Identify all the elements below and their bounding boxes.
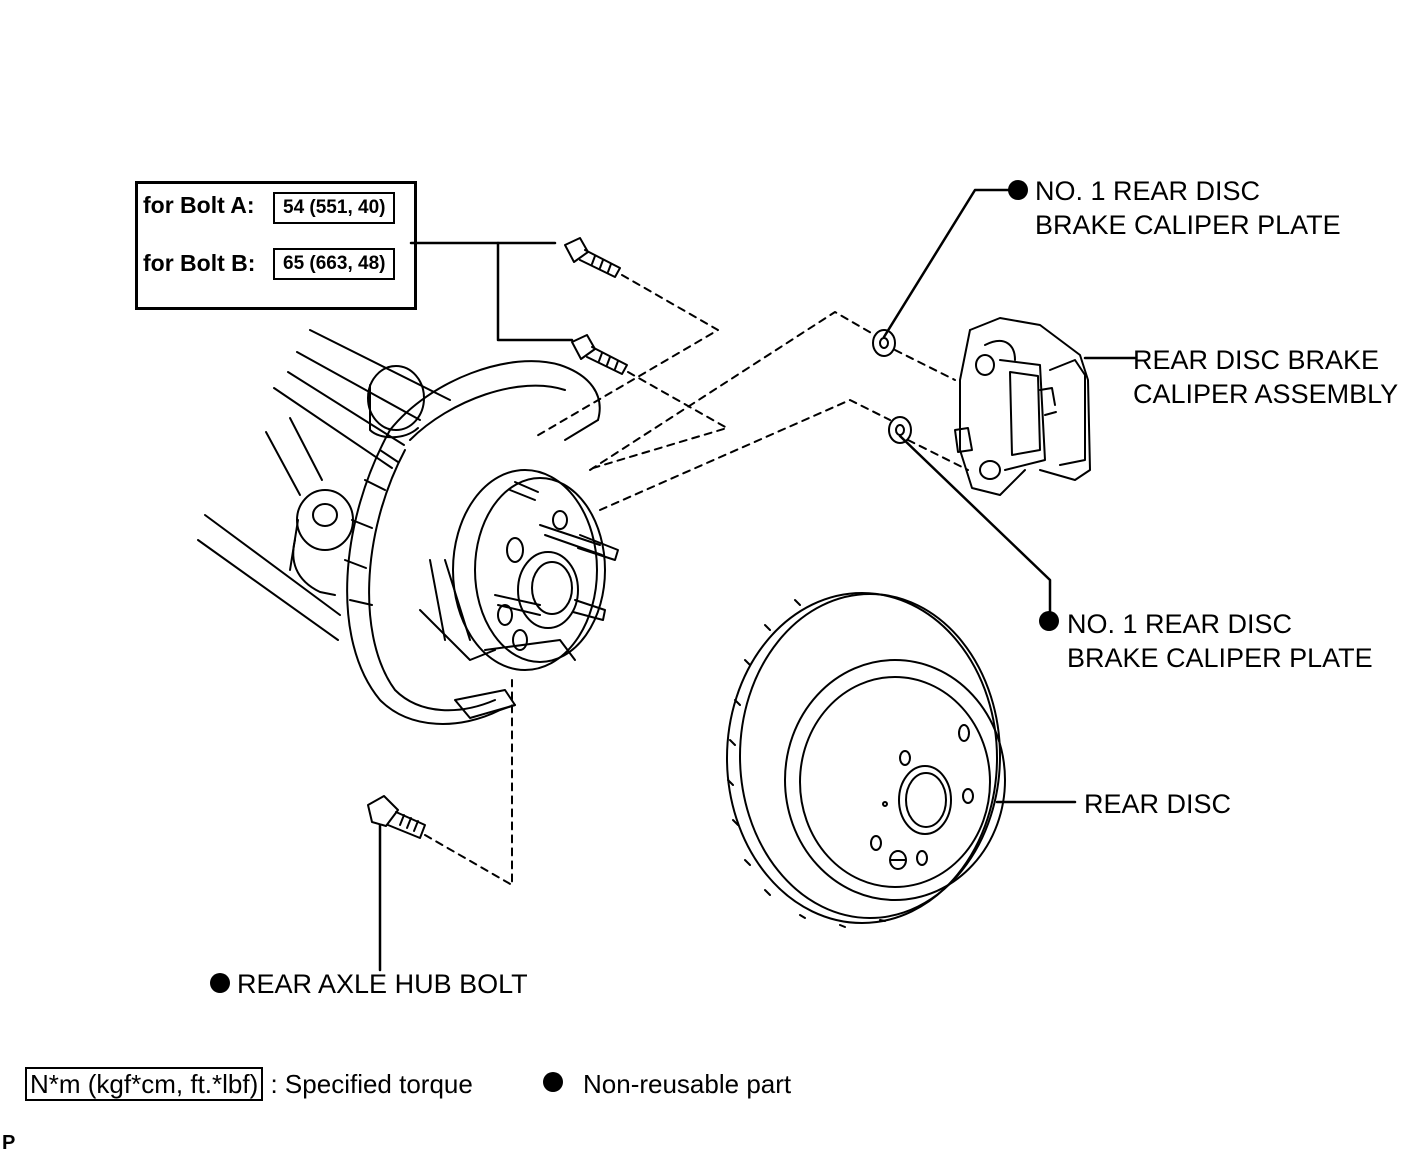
bolt-b-torque-value: 65 (663, 48) [273,248,396,280]
caliper-assembly-label-line1: REAR DISC BRAKE [1133,345,1380,375]
caliper-plate-washer-lower [888,416,912,444]
bolt-b [571,334,628,375]
legend-torque: N*m (kgf*cm, ft.*lbf) : Specified torque [25,1066,473,1102]
rear-disc-rotor [726,592,1006,928]
bolt-a-label: for Bolt A: [143,192,255,218]
caliper-plate-lower-label-line2: BRAKE CALIPER PLATE [1067,643,1373,673]
non-reusable-bullets [210,180,1059,1092]
caliper-plate-upper-label-line1: NO. 1 REAR DISC [1035,176,1261,206]
rear-disc-brake-caliper-assembly [954,317,1091,496]
bolt-a-torque-value: 54 (551, 40) [273,192,396,224]
bolt-b-label: for Bolt B: [143,250,256,276]
backing-plate [344,360,601,725]
alignment-dashed-lines [424,274,969,886]
suspension-arms [197,329,451,641]
torque-unit-description: : Specified torque [270,1069,473,1099]
corner-mark: P [2,1132,16,1154]
torque-unit-box: N*m (kgf*cm, ft.*lbf) [25,1067,264,1101]
caliper-plate-washer-upper [872,329,896,357]
rear-disc-label: REAR DISC [1084,789,1232,819]
caliper-plate-lower-label-line1: NO. 1 REAR DISC [1067,609,1293,639]
bolt-a [564,237,621,278]
torque-specification-box: for Bolt A: 54 (551, 40) for Bolt B: 65 … [135,181,417,310]
axle-hub [419,469,619,671]
caliper-plate-upper-label-line2: BRAKE CALIPER PLATE [1035,210,1341,240]
hub-bolt-label: REAR AXLE HUB BOLT [237,969,528,999]
torque-leader-lines [409,241,574,342]
caliper-assembly-label-line2: CALIPER ASSEMBLY [1133,379,1399,409]
part-leader-lines [378,188,1137,972]
legend-non-reusable: Non-reusable part [583,1069,792,1099]
rear-axle-hub-bolt [367,795,426,839]
